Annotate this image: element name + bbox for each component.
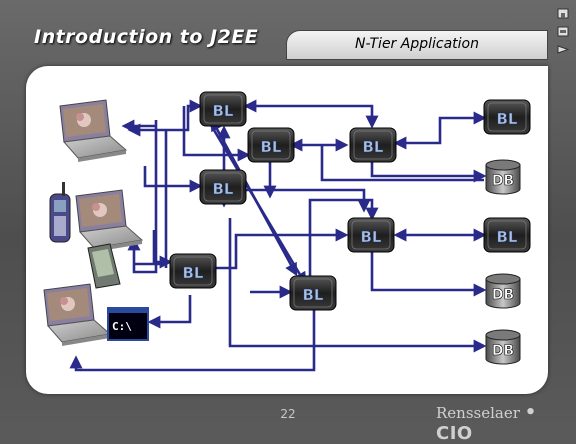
bl-label: BL (303, 286, 324, 304)
laptop-icon (75, 189, 143, 253)
client-pda (87, 243, 121, 289)
bl-label: BL (361, 228, 382, 246)
connectors (69, 99, 487, 372)
bl-server-3: BL (349, 127, 397, 163)
bl-server-7: BL (483, 217, 531, 253)
bl-label: BL (497, 228, 518, 246)
bl-label: BL (183, 264, 204, 282)
bl-server-6: BL (347, 217, 395, 253)
brand-suffix: CIO (436, 423, 473, 444)
bl-label: BL (261, 138, 282, 156)
slide-title: Introduction to J2EE (34, 26, 259, 48)
n-tier-diagram: C:\ BL BL BL BL BL BL BL (43, 91, 531, 372)
bl-server-4: BL (483, 99, 531, 135)
console-icon: C:\ (107, 307, 149, 341)
db-label: DB (492, 173, 514, 189)
slide-subtitle: N-Tier Application (355, 36, 479, 52)
db-label: DB (492, 287, 514, 303)
client-laptop-mid (75, 189, 143, 253)
bl-label: BL (213, 180, 234, 198)
console-label: C:\ (112, 320, 132, 333)
db-3: DB (485, 329, 521, 365)
back-icon[interactable] (557, 26, 569, 37)
phone-icon (49, 182, 71, 243)
client-laptop-bottom (43, 283, 111, 347)
db-1: DB (485, 159, 521, 195)
bl-label: BL (363, 138, 384, 156)
client-phone (49, 182, 71, 243)
bl-label: BL (497, 110, 518, 128)
home-icon[interactable] (557, 8, 569, 19)
bl-label: BL (213, 102, 234, 120)
bl-server-5: BL (199, 169, 247, 205)
bl-server-2: BL (247, 127, 295, 163)
laptop-icon (59, 99, 127, 163)
laptop-icon (43, 283, 111, 347)
brand-logo: Rensselaer • CIO (436, 402, 537, 444)
console-node: C:\ (107, 307, 149, 341)
bl-server-8: BL (169, 253, 217, 289)
db-2: DB (485, 273, 521, 309)
forward-icon[interactable] (557, 44, 569, 55)
db-label: DB (492, 343, 514, 359)
client-laptop-top (59, 99, 127, 163)
bl-server-9: BL (289, 275, 337, 311)
page-number: 22 (280, 407, 296, 421)
brand-name: Rensselaer (436, 404, 520, 422)
subtitle-tab: N-Tier Application (286, 30, 548, 60)
bl-server-1: BL (199, 91, 247, 127)
pda-icon (87, 243, 121, 289)
